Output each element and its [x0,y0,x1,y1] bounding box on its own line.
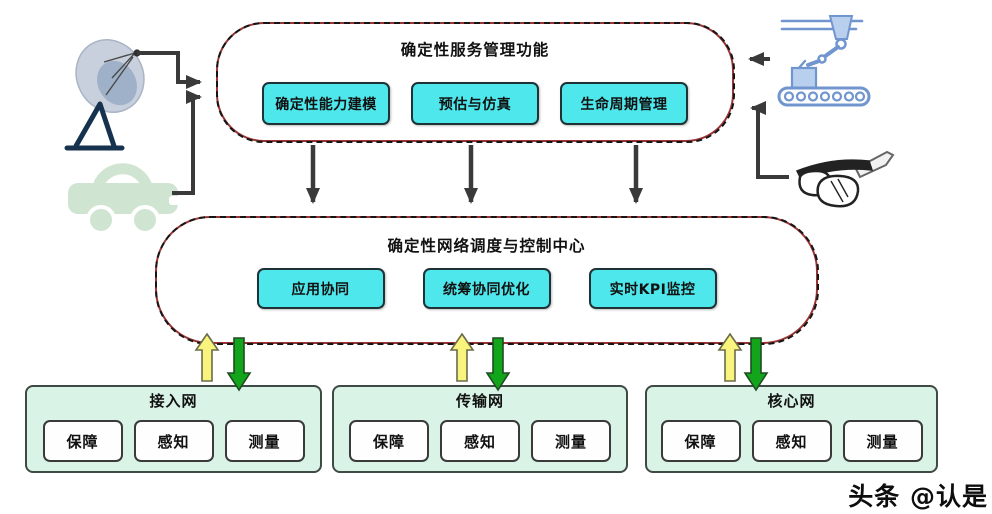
down-arrow-transport [485,337,511,392]
module-chip-app-coordination: 应用协同 [256,268,385,309]
down-arrow-core [743,337,769,392]
network-title-access: 接入网 [149,392,198,410]
function-chip-measurement: 测量 [531,420,611,462]
transport-function-row: 保障 感知 测量 [334,420,626,462]
module-chip-overall-optimization: 统筹协同优化 [422,268,551,309]
down-arrow-access [226,337,252,392]
network-title-core: 核心网 [767,392,816,410]
core-function-row: 保障 感知 测量 [647,420,936,462]
function-chip-guarantee: 保障 [660,420,741,462]
smart-glasses-icon [795,150,895,208]
network-box-transport: 传输网 保障 感知 测量 [332,385,628,473]
function-chip-guarantee: 保障 [42,420,123,462]
connector-car-to-service [172,90,202,195]
control-center-title: 确定性网络调度与控制中心 [387,237,586,255]
module-chip-capability-modeling: 确定性能力建模 [262,82,390,125]
function-chip-measurement: 测量 [224,420,305,462]
network-box-access: 接入网 保障 感知 测量 [25,385,322,473]
access-function-row: 保障 感知 测量 [27,420,320,462]
service-module-row: 确定性能力建模 预估与仿真 生命周期管理 [218,82,732,125]
car-icon [68,163,180,235]
service-management-container: 确定性服务管理功能 确定性能力建模 预估与仿真 生命周期管理 [215,21,735,143]
function-chip-guarantee: 保障 [349,420,429,462]
connector-glasses-to-service [750,101,789,179]
watermark: 头条 @认是 [848,482,988,511]
control-module-row: 应用协同 统筹协同优化 实时KPI监控 [157,268,816,309]
satellite-dish-icon [64,39,145,151]
network-box-core: 核心网 保障 感知 测量 [645,385,938,473]
connector-satellite-to-service [137,51,202,89]
function-chip-perception: 感知 [751,420,832,462]
network-title-transport: 传输网 [455,392,504,410]
module-chip-realtime-kpi: 实时KPI监控 [588,268,717,309]
function-chip-perception: 感知 [440,420,520,462]
module-chip-estimation-simulation: 预估与仿真 [411,82,539,125]
robot-arm-conveyor-icon [777,15,871,107]
module-chip-lifecycle-management: 生命周期管理 [560,82,688,125]
function-chip-measurement: 测量 [842,420,923,462]
function-chip-perception: 感知 [133,420,214,462]
control-center-container: 确定性网络调度与控制中心 应用协同 统筹协同优化 实时KPI监控 [154,215,819,345]
service-management-title: 确定性服务管理功能 [400,41,550,59]
